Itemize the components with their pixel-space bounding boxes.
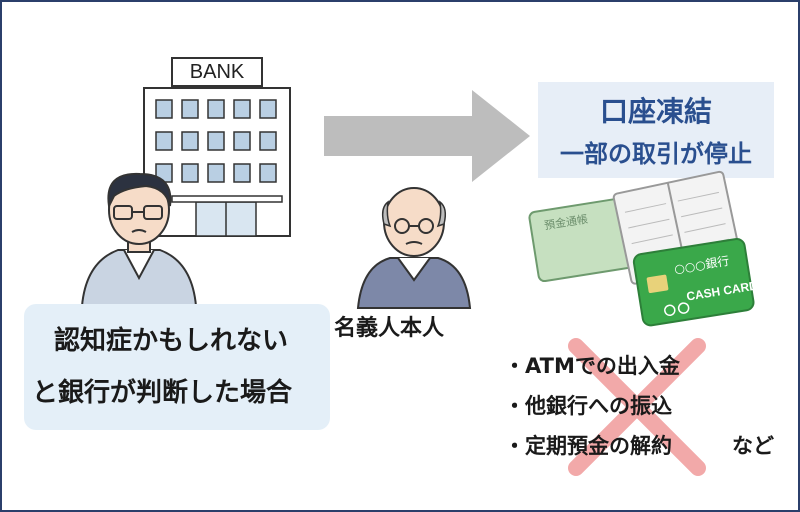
list-suffix: など [732,434,774,458]
list-item: ・ATMでの出入金 [504,354,680,378]
list-item: ・他銀行への振込 [504,394,672,418]
freeze-title: 口座凍結 [599,95,712,128]
list-item: ・定期預金の解約 [504,434,672,458]
speech-bubble [24,304,330,430]
cash-card-icon [632,238,755,327]
speech-line-1: 認知症かもしれない [54,326,289,356]
cross-mark-icon [568,338,706,476]
freeze-subtitle: 一部の取引が停止 [560,140,752,168]
arrow-right-icon [324,90,530,182]
speech-line-2: と銀行が判断した場合 [32,378,293,408]
bank-sign: BANK [189,61,245,83]
man-glasses-icon [80,172,198,306]
freeze-box [538,82,774,178]
account-holder-label: 名義人本人 [334,316,445,341]
elderly-man-icon [356,187,472,309]
